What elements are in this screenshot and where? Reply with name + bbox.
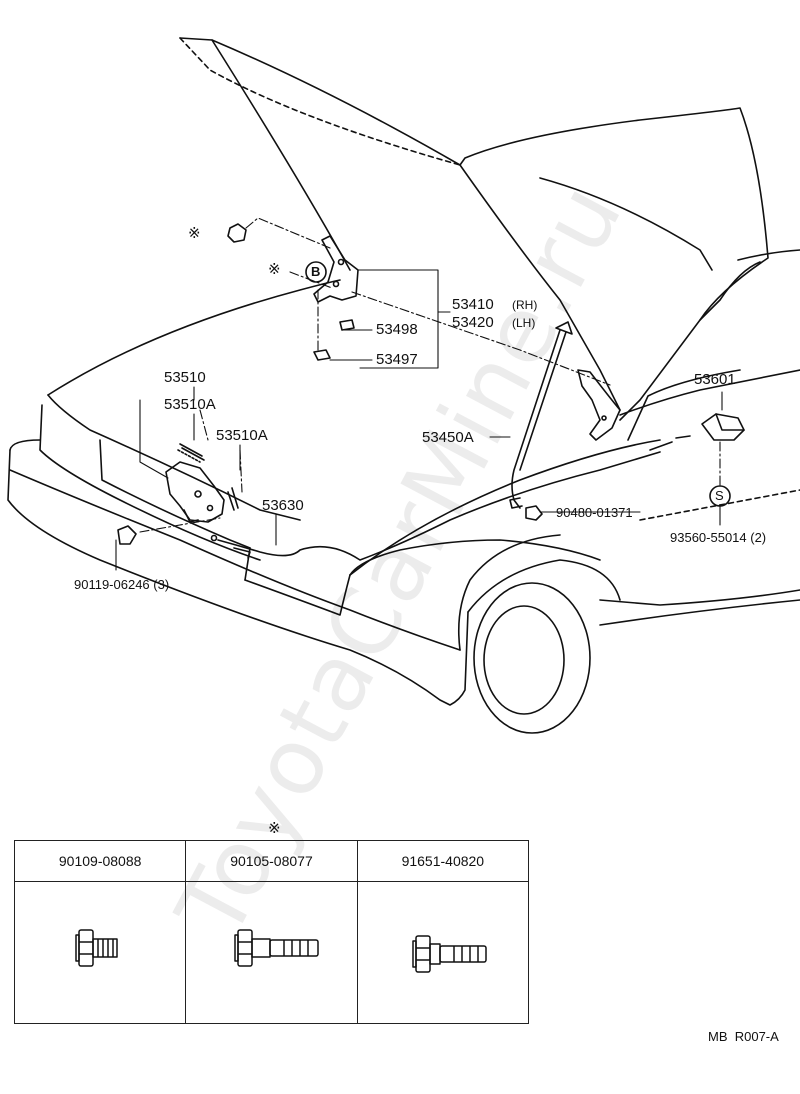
callout-leaders — [115, 269, 723, 571]
label-53510: 53510 — [164, 369, 206, 386]
hood-hinge — [313, 235, 359, 361]
car-body — [7, 249, 800, 734]
label-53601: 53601 — [694, 371, 736, 388]
bolt-table: 90109-08088 90105-08077 91651-40820 — [13, 840, 530, 1024]
release-cable — [210, 435, 691, 561]
footer-code: MB R007-A — [708, 1029, 779, 1044]
bolt-table-header-1: 90109-08088 — [13, 840, 187, 882]
release-lever — [701, 413, 745, 441]
circle-b-label: B — [311, 264, 321, 279]
ref-mark-hinge: ※ — [268, 260, 281, 278]
lock-striker — [577, 369, 621, 441]
bolt-table-cell-1 — [13, 881, 187, 1024]
label-53420: 53420 — [452, 314, 494, 331]
label-53497: 53497 — [376, 351, 418, 368]
label-53510a-spring: 53510A — [216, 427, 268, 444]
hinge-bolt-icon — [227, 223, 247, 243]
label-53498: 53498 — [376, 321, 418, 338]
lock-bolt-icon — [117, 525, 137, 545]
circle-b-marker — [305, 261, 327, 283]
bolt-table-cell-3 — [356, 881, 530, 1024]
circle-s-marker — [709, 485, 731, 507]
hood-lock — [165, 443, 239, 523]
label-90480-01371: 90480-01371 — [556, 505, 633, 520]
label-53510a: 53510A — [164, 396, 216, 413]
hood-support-rod — [509, 321, 573, 509]
label-53450a: 53450A — [422, 429, 474, 446]
label-53420-side: (LH) — [512, 316, 536, 330]
table-ref-mark: ※ — [268, 819, 281, 837]
circle-s-label: S — [715, 488, 724, 503]
cable-clip-icon — [525, 505, 543, 521]
label-90119-06246: 90119-06246 (3) — [74, 577, 170, 592]
label-53630: 53630 — [262, 497, 304, 514]
bolt-table-cell-2 — [185, 881, 358, 1024]
label-53410-side: (RH) — [512, 298, 538, 312]
ref-mark-bolt: ※ — [188, 224, 201, 242]
label-53410: 53410 — [452, 296, 494, 313]
bolt-table-header-2: 90105-08077 — [185, 840, 358, 882]
bolt-table-header-3: 91651-40820 — [356, 840, 530, 882]
leader-lines — [139, 217, 721, 533]
label-93560-55014: 93560-55014 (2) — [670, 530, 767, 545]
